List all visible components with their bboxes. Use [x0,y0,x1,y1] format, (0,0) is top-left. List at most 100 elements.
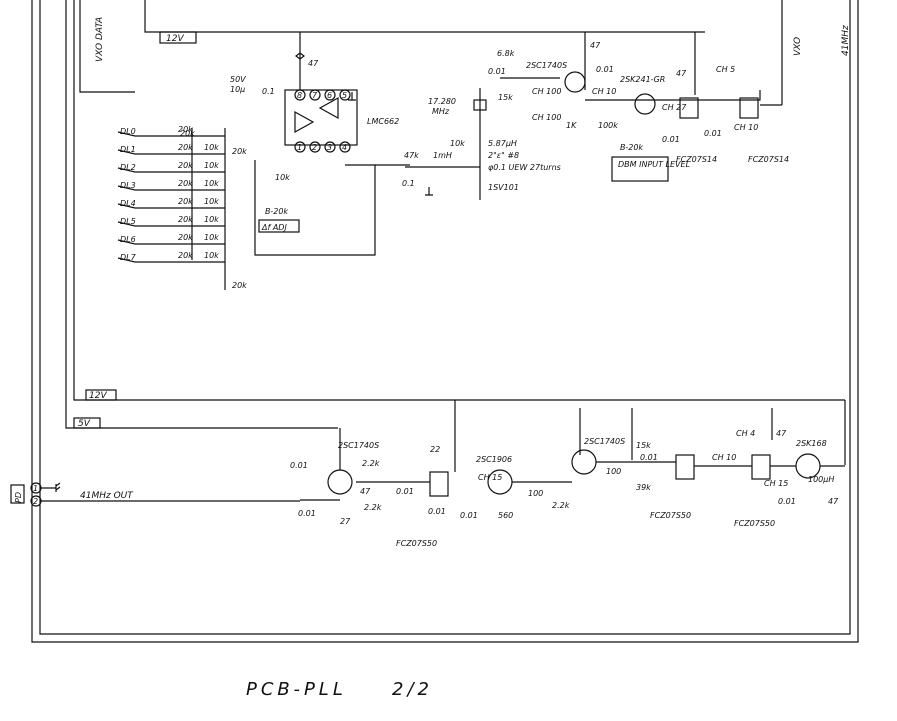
connector-pd[interactable]: PD 1 2 41MHz OUT [10,482,300,507]
vco-dbm: DBM INPUT LEVEL [618,160,690,169]
amp-c001e: 0.01 [460,511,478,520]
dac-r10k-2: 10k [204,161,219,170]
amp-ch4: CH 4 [736,429,755,438]
vco-ch10b: CH 10 [734,123,758,132]
vco-coil-a: FCZ07S14 [676,155,717,164]
amp-coil2: FCZ07S50 [650,511,691,520]
amp-r22k: 2.2k [362,459,380,468]
opamp-pin-5: 5 [342,91,347,100]
vco-ch100b: CH 100 [532,113,561,122]
vco-ch27: CH 27 [662,103,687,112]
vxo-data-label: VXO DATA [95,17,105,62]
amp-c001a: 0.01 [290,461,308,470]
vco-r1k: 1K [566,121,577,130]
dac-r20k-2: 20k [178,161,193,170]
dac-r20k-5: 20k [178,215,193,224]
opamp-pin-8: 8 [297,91,302,100]
amp-coil3: FCZ07S50 [734,519,775,528]
dac-r10k-7: 10k [204,251,219,260]
opamp-trim-r: 10k [275,173,290,182]
vco-section: 47k 0.1 1mH 10k 17.280 MHz 5.87µH 2"ε" #… [402,32,789,200]
opamp-pin-3: 3 [327,143,332,152]
amp-ch10: CH 10 [712,453,736,462]
dac-line-1 [117,149,225,155]
amp-r47b: 47 [776,429,787,438]
dac-input-3: DL3 [120,181,136,190]
vco-r15k: 15k [498,93,513,102]
vco-c001d: 0.01 [704,129,722,138]
opamp-pin-4: 4 [342,143,347,152]
dac-r20k-7: 20k [178,251,193,260]
dac-line-0 [117,131,225,137]
amp-c001f: 0.01 [640,453,658,462]
vco-r68k: 6.8k [497,49,515,58]
dac-input-7: DL7 [120,253,137,262]
opamp-pin-circle-1 [294,141,306,153]
dac-r20k-1: 20k [178,143,193,152]
rail-12v-top: 12V [144,0,705,44]
opamp-adj: Δf ADJ [261,223,287,232]
amp-ch15b: CH 15 [764,479,788,488]
vco-crystal-unit: MHz [432,107,450,116]
dac-r-bias: 20k [232,147,247,156]
dac-input-2: DL2 [120,163,136,172]
amp-coil1: FCZ07S50 [396,539,437,548]
amp-r39k: 39k [636,483,651,492]
vco-coil-b: FCZ07S14 [748,155,789,164]
vco-fet: 2SK241-GR [620,75,665,84]
amp-r15k: 15k [636,441,651,450]
vco-coil-3: φ0.1 UEW 27turns [488,163,561,172]
vco-l1mh: 1mH [433,151,452,160]
dac-r20k-0: 20k [178,125,193,134]
opamp-pin-circle-4 [339,141,351,153]
dac-input-6: DL6 [120,235,136,244]
dac-line-3 [117,185,225,191]
dac-r20k-4: 20k [178,197,193,206]
vco-trim: B-20k [620,143,643,152]
dac-r10k-1: 10k [204,143,219,152]
amp-q1: 2SC1740S [338,441,379,450]
dac-input-5: DL5 [120,217,136,226]
dac-r10k-5: 10k [204,215,219,224]
vco-c001a: 0.01 [488,67,506,76]
dac-line-2 [117,167,225,173]
amp-l100: 100µH [808,475,834,484]
connector-output: 41MHz OUT [80,491,134,501]
vco-r100k: 100k [598,121,618,130]
amp-r560: 560 [498,511,513,520]
dac-r20k-3: 20k [178,179,193,188]
dac-line-6 [117,239,225,245]
ground-marks [55,92,433,492]
dac-r-top: 20k [180,129,195,138]
opamp-cap-value: 10µ [230,85,245,94]
mhz41-label: 41MHz [841,25,851,56]
dac-r10k-4: 10k [204,197,219,206]
vco-q1: 2SC1740S [526,61,567,70]
dac-line-4 [117,203,225,209]
vco-ch5: CH 5 [716,65,735,74]
vco-coil-2: 2"ε" #8 [488,151,519,160]
dac-r-bottom: 20k [232,281,247,290]
connector-pin1: 1 [33,484,38,493]
opamp-pin-circle-6 [324,89,336,101]
opamp-pin-circle-8 [294,89,306,101]
dac-input-4: DL4 [120,199,136,208]
amp-r27: 27 [340,517,351,526]
amp-c001c: 0.01 [396,487,414,496]
vco-varicap: 1SV101 [488,183,519,192]
sheet-frame [31,0,859,643]
opamp-pin-circle-2 [309,141,321,153]
title-block: PCB-PLL 2/2 [246,679,429,700]
amp-c001g: 0.01 [778,497,796,506]
amp-q3: 2SC1740S [584,437,625,446]
rail-12v-top-label: 12V [166,34,184,44]
opamp-cap-voltage: 50V [230,75,246,84]
vxo-label: VXO [793,37,803,56]
vco-r47k: 47k [404,151,419,160]
vco-r47b: 47 [676,69,687,78]
opamp-pin-6: 6 [327,91,332,100]
amp-ch15: CH 15 [478,473,502,482]
connector-pin2: 2 [33,497,38,506]
